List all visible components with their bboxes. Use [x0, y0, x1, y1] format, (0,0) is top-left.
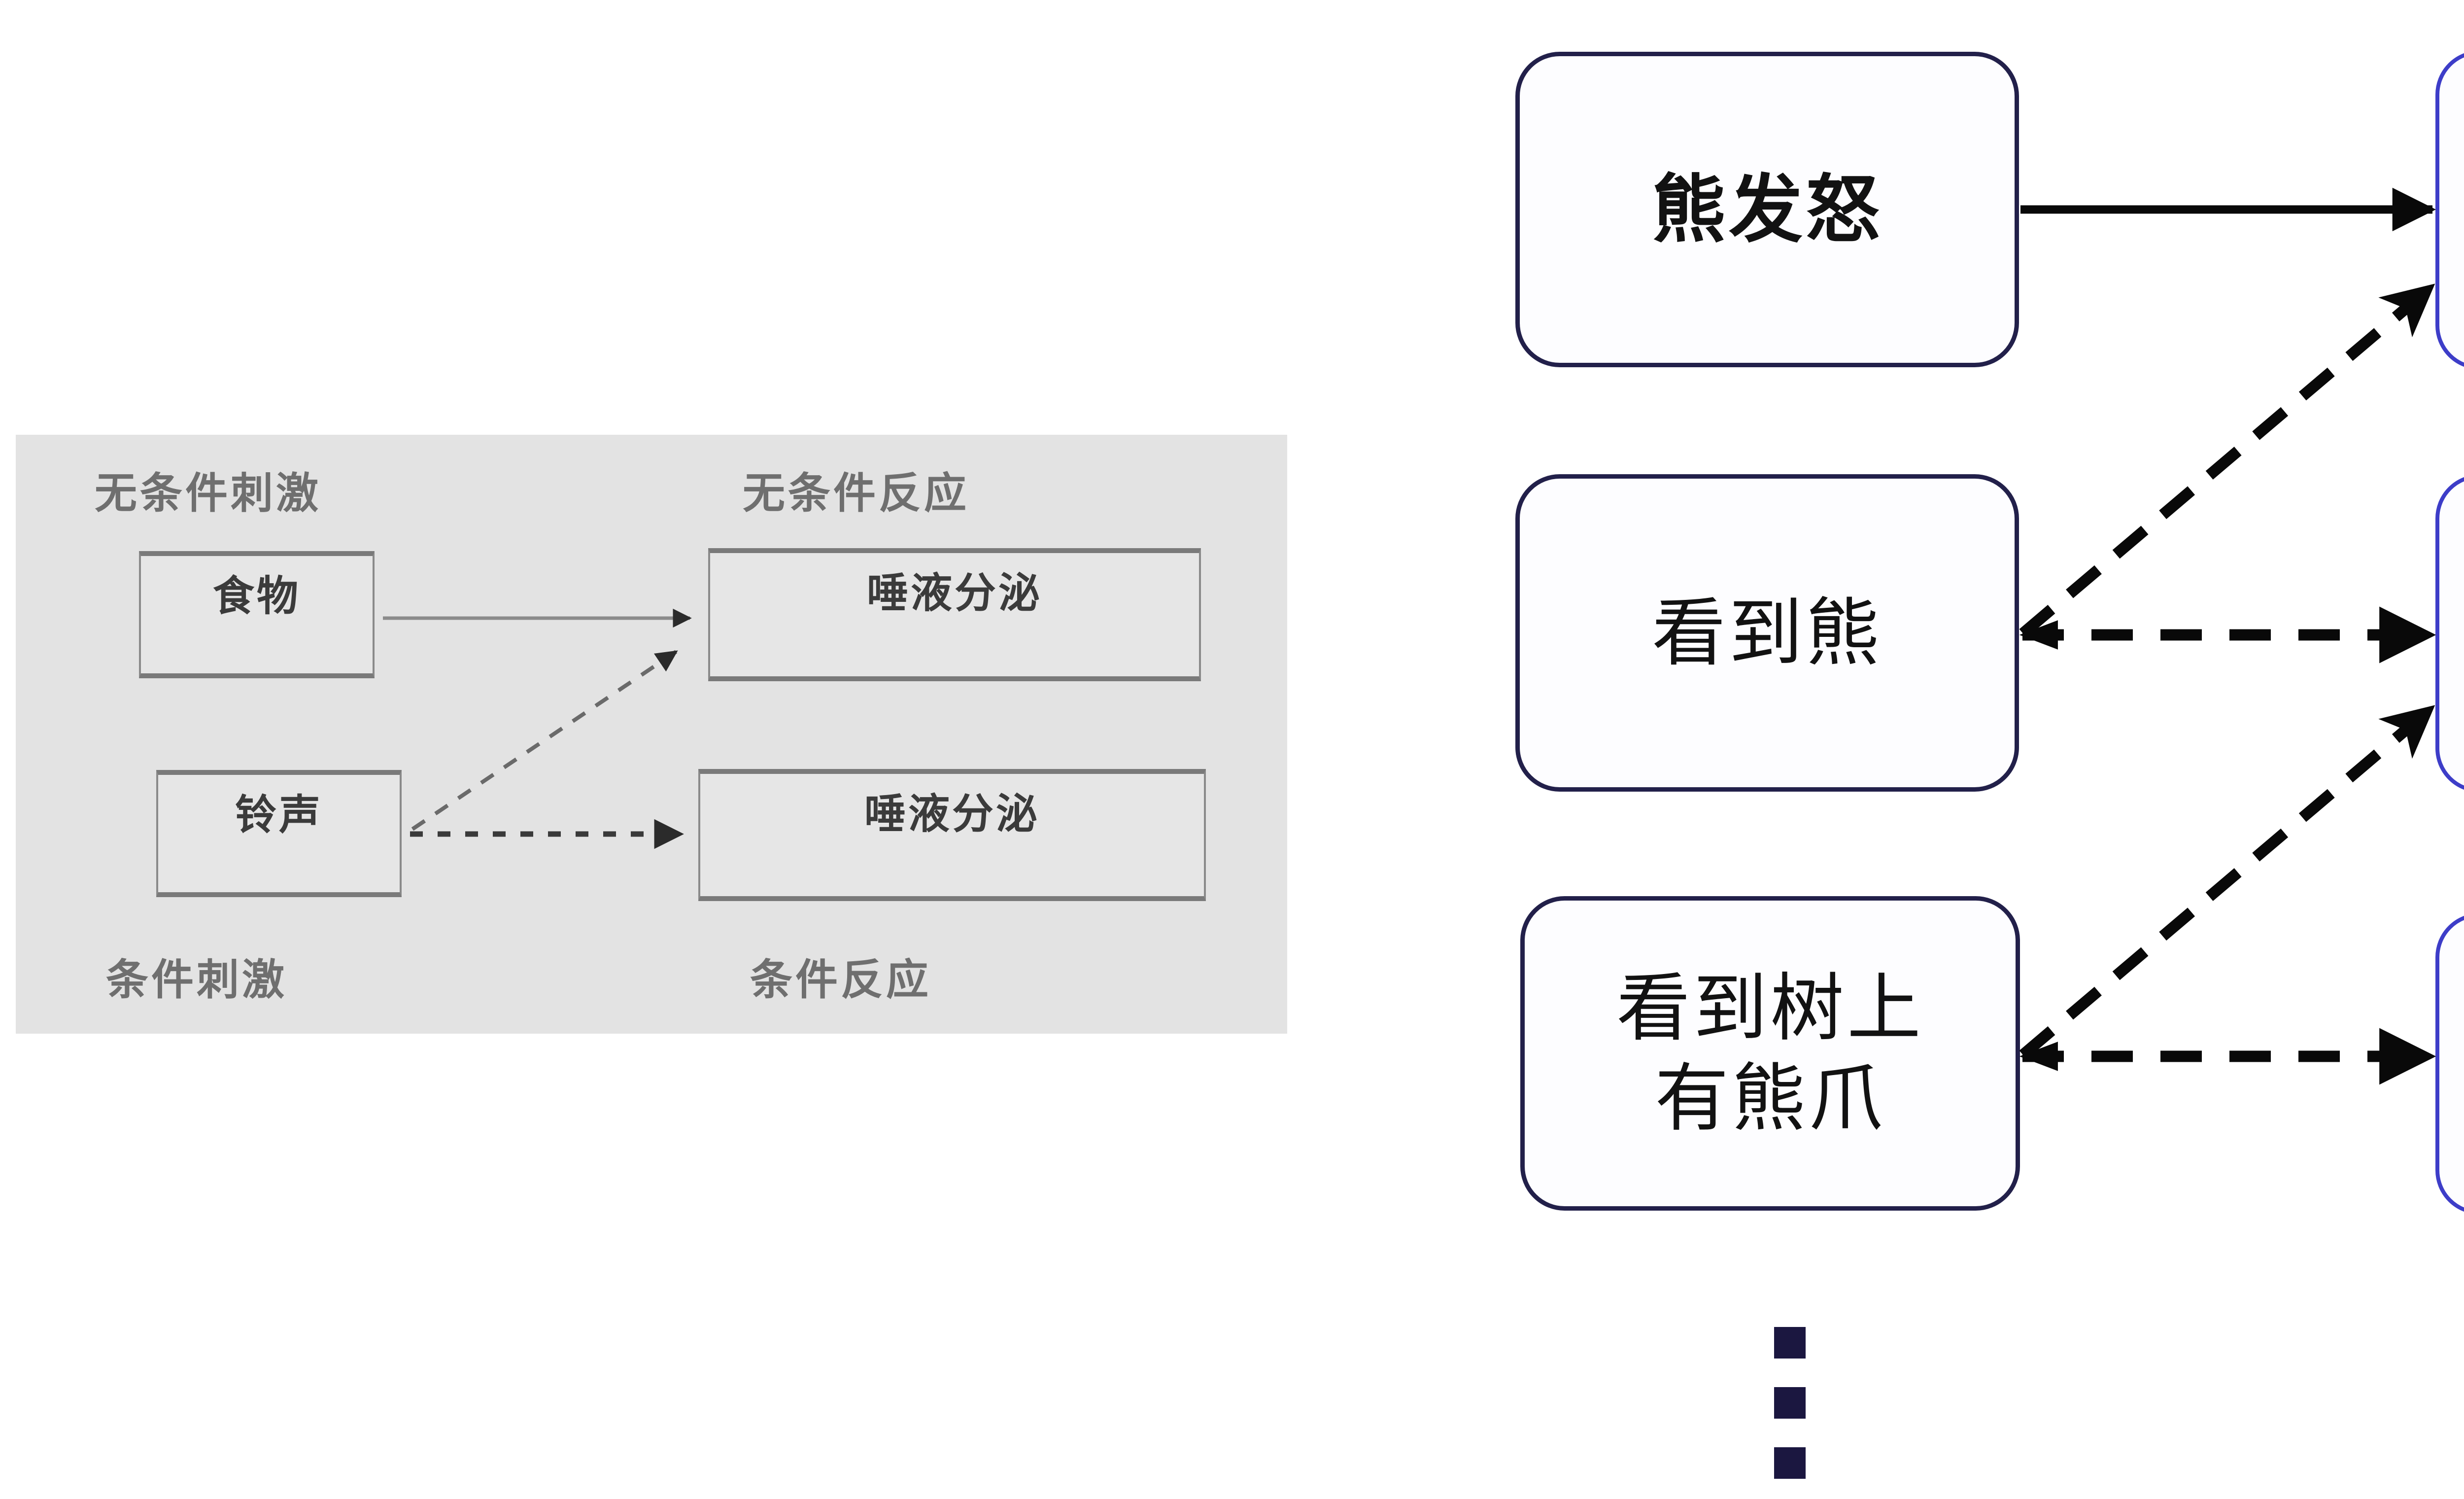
classical-conditioning-panel: 无条件刺激 无条件反应 条件刺激 条件反应 食物 铃声 唾液分泌 唾液分泌 [16, 435, 1287, 1034]
box-see-bear: 看到熊 [1515, 474, 2019, 792]
box-food: 食物 [139, 551, 375, 678]
box-bear-angry-label: 熊发怒 [1651, 168, 1882, 251]
box-bell: 铃声 [156, 770, 402, 897]
ellipsis-dot [1774, 1387, 1806, 1419]
label-conditioned-stimulus: 条件刺激 [106, 956, 287, 1004]
conditioning-edges [383, 608, 692, 849]
label-unconditioned-response: 无条件反应 [743, 470, 969, 517]
ellipsis-dot [1774, 1327, 1806, 1359]
box-bear-angry: 熊发怒 [1515, 52, 2019, 367]
edge-bell-to-salivation-unconditioned [411, 650, 678, 831]
box-reward: 奖励 [2435, 50, 2464, 370]
box-value-next-state: V(s′) [2435, 474, 2464, 793]
box-salivation-conditioned: 唾液分泌 [698, 769, 1206, 901]
ellipsis-dot [1774, 1447, 1806, 1479]
label-conditioned-response: 条件反应 [750, 956, 931, 1004]
edge-see-bear-claw-to-value-next [2019, 705, 2435, 1059]
box-value-current-state: V(s) [2435, 913, 2464, 1215]
box-see-bear-claw-label: 看到树上 有熊爪 [1616, 967, 1924, 1140]
box-see-bear-claw: 看到树上 有熊爪 [1520, 896, 2020, 1211]
box-see-bear-label: 看到熊 [1651, 591, 1882, 674]
box-salivation-unconditioned: 唾液分泌 [708, 548, 1201, 681]
label-unconditioned-stimulus: 无条件刺激 [95, 470, 321, 517]
edge-see-bear-to-reward [2019, 283, 2435, 638]
